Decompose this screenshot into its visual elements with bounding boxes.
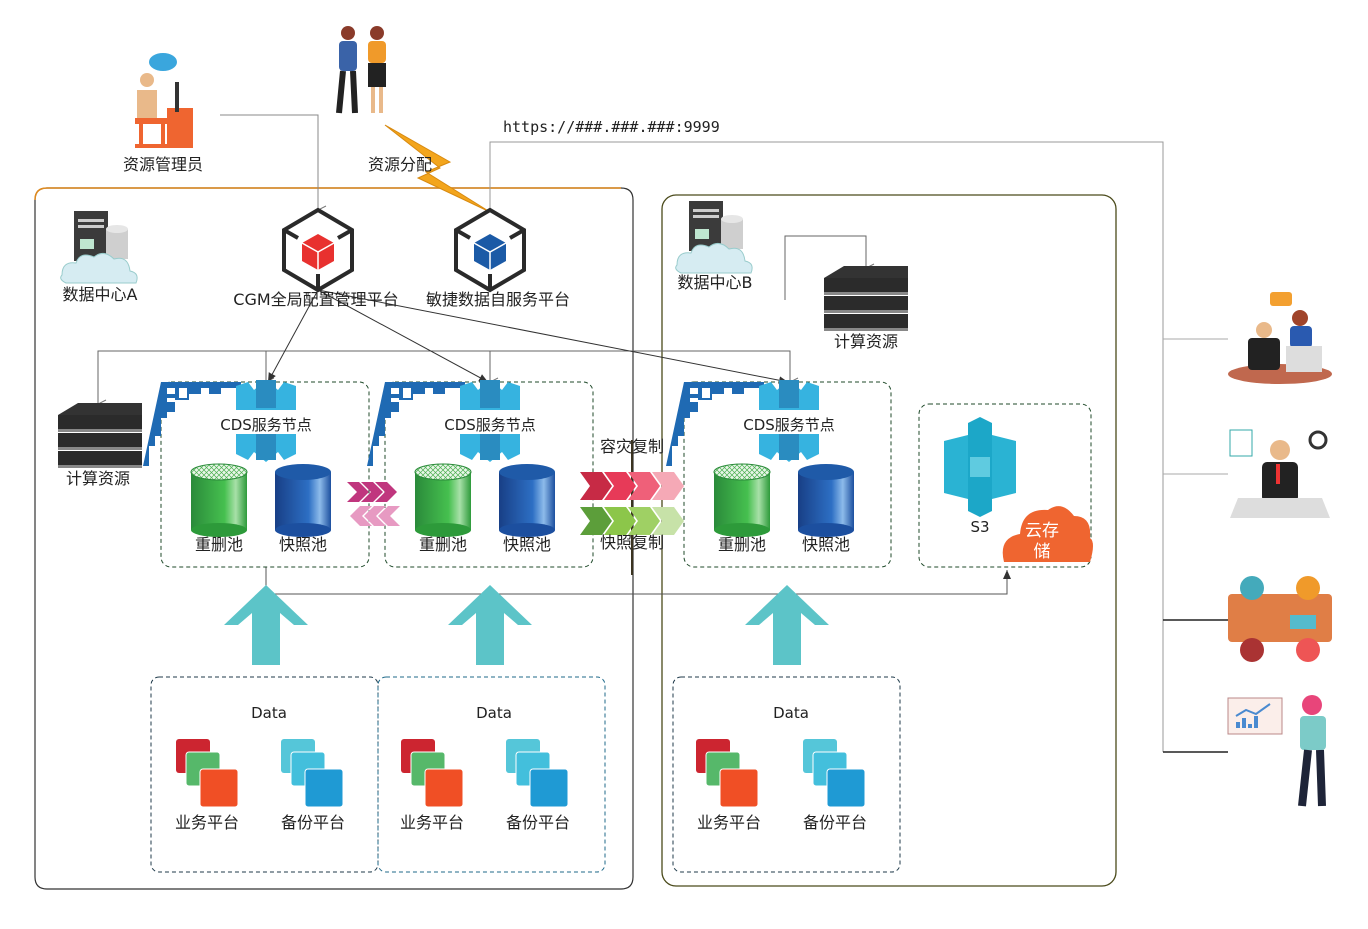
presenter-illustration	[1227, 695, 1326, 807]
dr-replication-label: 容灾复制	[600, 437, 664, 456]
backup-platform-label: 备份平台	[281, 813, 345, 832]
cds-node-title: CDS服务节点	[220, 416, 312, 434]
data-title: Data	[476, 704, 512, 722]
collaboration-users-illustration	[1228, 292, 1332, 384]
snapshot-pool-icon	[798, 464, 854, 537]
dedup-pool-label: 重删池	[195, 535, 243, 554]
cgm-platform-icon[interactable]	[282, 208, 354, 292]
snapshot-pool-icon	[275, 464, 331, 537]
backup-platform-icon	[802, 738, 866, 808]
platform-url: https://###.###.###:9999	[503, 118, 720, 136]
business-platform-label: 业务平台	[175, 813, 239, 832]
backup-platform-label: 备份平台	[506, 813, 570, 832]
business-platform-icon	[400, 738, 464, 808]
datacenter-b-label: 数据中心B	[678, 273, 753, 292]
backup-platform-icon	[505, 738, 569, 808]
cds-node-title: CDS服务节点	[444, 416, 536, 434]
cds-node-b: CDS服务节点 重删池 快照池	[666, 380, 892, 568]
dedup-pool-icon	[713, 463, 771, 538]
cds-node-title: CDS服务节点	[743, 416, 835, 434]
backup-platform-icon	[280, 738, 344, 808]
datacenter-b-icon	[675, 200, 753, 274]
backup-platform-label: 备份平台	[803, 813, 867, 832]
dedup-pool-label: 重删池	[419, 535, 467, 554]
data-group-b: Data 业务平台 备份平台	[672, 676, 901, 873]
dedup-pool-icon	[190, 463, 248, 538]
data-title: Data	[251, 704, 287, 722]
cgm-platform-label: CGM全局配置管理平台	[233, 290, 398, 309]
resource-admin-figure	[135, 53, 193, 148]
connectors	[98, 114, 1228, 753]
snapshot-replication-label: 快照复制	[600, 533, 664, 552]
cds-node-a1: CDS服务节点 重删池 快照池	[143, 380, 370, 568]
compute-resource-b-label: 计算资源	[834, 332, 898, 351]
upload-arrow-icon	[224, 585, 308, 665]
s3-icon	[944, 417, 1016, 517]
compute-resource-b-icon	[824, 266, 908, 331]
data-title: Data	[773, 704, 809, 722]
s3-label: S3	[970, 518, 989, 536]
business-platform-icon	[695, 738, 759, 808]
datacenter-a-label: 数据中心A	[63, 285, 138, 304]
admin-label: 资源管理员	[123, 155, 203, 174]
datacenter-a-icon	[60, 210, 138, 284]
dedup-pool-label: 重删池	[718, 535, 766, 554]
users-figure	[336, 26, 386, 114]
dr-replication-arrows	[580, 472, 684, 500]
upload-arrow-icon	[745, 585, 829, 665]
cds-node-a2: CDS服务节点 重删池 快照池	[367, 380, 594, 568]
agile-data-platform-icon[interactable]	[454, 208, 526, 292]
multitasking-user-illustration	[1229, 429, 1330, 518]
upload-arrow-icon	[448, 585, 532, 665]
snapshot-replication-arrows	[580, 507, 684, 535]
meeting-team-illustration	[1228, 576, 1332, 662]
data-group-a1: Data 业务平台 备份平台	[150, 676, 379, 873]
datacenter-b-container	[661, 194, 1117, 887]
s3-storage-box	[918, 403, 1092, 568]
business-platform-label: 业务平台	[400, 813, 464, 832]
agile-platform-label: 敏捷数据自服务平台	[426, 290, 570, 309]
compute-resource-a-icon	[58, 403, 142, 468]
snapshot-pool-label: 快照池	[802, 535, 850, 554]
sync-chevrons-icon	[347, 482, 400, 526]
cloud-label-line2: 储	[1034, 542, 1051, 562]
business-platform-icon	[175, 738, 239, 808]
snapshot-pool-label: 快照池	[279, 535, 327, 554]
compute-resource-a-label: 计算资源	[66, 469, 130, 488]
data-group-a2: Data 业务平台 备份平台	[377, 676, 606, 873]
snapshot-pool-label: 快照池	[503, 535, 551, 554]
snapshot-pool-icon	[499, 464, 555, 537]
cloud-storage-icon: 云存 储	[1002, 506, 1093, 562]
allocation-label: 资源分配	[368, 155, 432, 174]
dedup-pool-icon	[414, 463, 472, 538]
business-platform-label: 业务平台	[697, 813, 761, 832]
cloud-label-line1: 云存	[1025, 521, 1059, 541]
